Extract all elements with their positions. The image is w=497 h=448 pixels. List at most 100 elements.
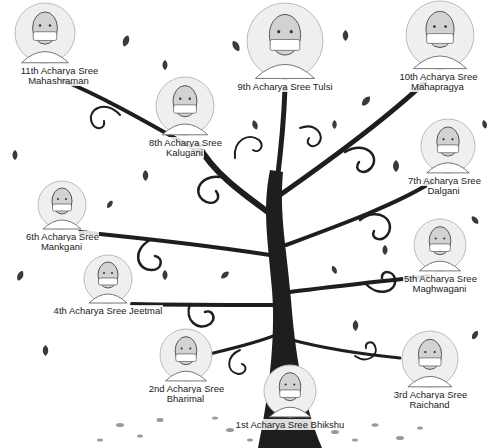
mouth-cover <box>270 39 300 50</box>
mouth-cover <box>53 204 72 211</box>
eye <box>181 347 183 349</box>
acharya-portrait: 7th Acharya Sree Dalgani <box>394 118 494 197</box>
portrait-ground <box>421 119 475 173</box>
portrait-picture <box>14 2 76 64</box>
head <box>175 337 197 365</box>
robe <box>427 163 470 173</box>
acharya-portrait: 6th Acharya Sree Mankgani <box>6 180 118 253</box>
head <box>279 373 301 401</box>
mouth-cover <box>99 278 118 285</box>
eye <box>435 237 437 239</box>
acharya-label: 4th Acharya Sree Jeetmal <box>52 306 164 316</box>
head <box>33 12 58 44</box>
mouth-cover <box>33 32 57 41</box>
eye <box>451 138 453 140</box>
eye <box>285 383 287 385</box>
robe <box>21 52 68 63</box>
portrait-ground <box>156 77 214 135</box>
acharya-name: 9th Acharya Sree Tulsi <box>236 81 333 92</box>
acharya-name: 3rd Acharya Sree Raichand <box>393 389 467 410</box>
portrait-ground <box>402 331 458 387</box>
mouth-cover <box>280 390 301 398</box>
robe <box>413 56 466 69</box>
eye <box>277 30 280 33</box>
eye <box>189 347 191 349</box>
robe <box>43 220 81 229</box>
eye <box>189 98 191 100</box>
portrait-picture <box>155 76 215 136</box>
portrait-ground <box>15 3 75 63</box>
head <box>426 11 454 47</box>
mouth-cover <box>176 354 197 362</box>
acharya-name: 7th Acharya Sree Dalgani <box>407 175 481 196</box>
head <box>269 14 300 55</box>
mouth-cover <box>430 244 451 252</box>
eye <box>290 30 293 33</box>
fallen-petals <box>97 417 423 442</box>
eye <box>39 24 41 26</box>
head <box>418 339 441 369</box>
acharya-portrait: 8th Acharya Sree Kalugani <box>129 76 241 159</box>
portrait-ground <box>38 181 86 229</box>
eye <box>49 24 51 26</box>
eye <box>444 25 447 28</box>
eye <box>179 98 181 100</box>
acharya-name: 2nd Acharya Sree Bharimal <box>148 383 225 404</box>
robe <box>408 376 452 386</box>
acharya-portrait: 11th Acharya Sree Mahashraman <box>3 2 115 87</box>
robe <box>89 294 127 303</box>
acharya-label: 10th Acharya Sree Mahapragya <box>382 72 494 93</box>
portrait-picture <box>401 330 459 388</box>
acharya-label: 11th Acharya Sree Mahashraman <box>3 66 115 87</box>
acharya-portrait: 2nd Acharya Sree Bharimal <box>130 328 242 405</box>
tree-leaves <box>13 30 488 356</box>
portrait-picture <box>405 0 475 70</box>
acharya-portrait: 9th Acharya Sree Tulsi <box>229 2 341 92</box>
robe <box>162 124 208 135</box>
portrait-ground <box>406 1 474 69</box>
portrait-ground <box>160 329 212 381</box>
portrait-ground <box>84 255 132 303</box>
acharya-label: 9th Acharya Sree Tulsi <box>229 82 341 92</box>
acharya-name: 1st Acharya Sree Bhikshu <box>235 419 346 430</box>
acharya-portrait: 5th Acharya Sree Maghwagani <box>390 218 490 295</box>
eye <box>65 198 67 200</box>
mouth-cover <box>174 105 197 113</box>
head <box>437 127 459 156</box>
portrait-picture <box>420 118 476 174</box>
mouth-cover <box>419 358 441 366</box>
eye <box>443 237 445 239</box>
head <box>429 227 451 255</box>
acharya-name: 11th Acharya Sree Mahashraman <box>20 65 98 86</box>
acharya-name: 8th Acharya Sree Kalugani <box>148 137 222 158</box>
eye <box>424 351 426 353</box>
eye <box>57 198 59 200</box>
portrait-ground <box>264 365 316 417</box>
head <box>98 262 118 288</box>
portrait-picture <box>37 180 87 230</box>
acharya-label: 1st Acharya Sree Bhikshu <box>234 420 346 430</box>
acharya-label: 6th Acharya Sree Mankgani <box>6 232 118 253</box>
acharya-label: 3rd Acharya Sree Raichand <box>375 390 485 411</box>
portrait-picture <box>246 2 324 80</box>
eye <box>442 138 444 140</box>
acharya-portrait: 1st Acharya Sree Bhikshu <box>234 364 346 430</box>
portrait-picture <box>159 328 213 382</box>
acharya-name: 10th Acharya Sree Mahapragya <box>398 71 477 92</box>
acharya-portrait: 3rd Acharya Sree Raichand <box>375 330 485 411</box>
acharya-name: 4th Acharya Sree Jeetmal <box>53 305 164 316</box>
acharya-name: 6th Acharya Sree Mankgani <box>25 231 99 252</box>
mouth-cover <box>427 34 454 44</box>
portrait-ground <box>414 219 466 271</box>
acharya-portrait: 4th Acharya Sree Jeetmal <box>52 254 164 316</box>
robe <box>255 64 314 78</box>
acharya-label: 7th Acharya Sree Dalgani <box>394 176 494 197</box>
mouth-cover <box>437 145 458 153</box>
robe <box>269 407 310 417</box>
tree-branches <box>62 80 432 374</box>
portrait-ground <box>247 3 323 79</box>
acharya-label: 5th Acharya Sree Maghwagani <box>390 274 490 295</box>
head <box>52 188 72 214</box>
eye <box>111 272 113 274</box>
